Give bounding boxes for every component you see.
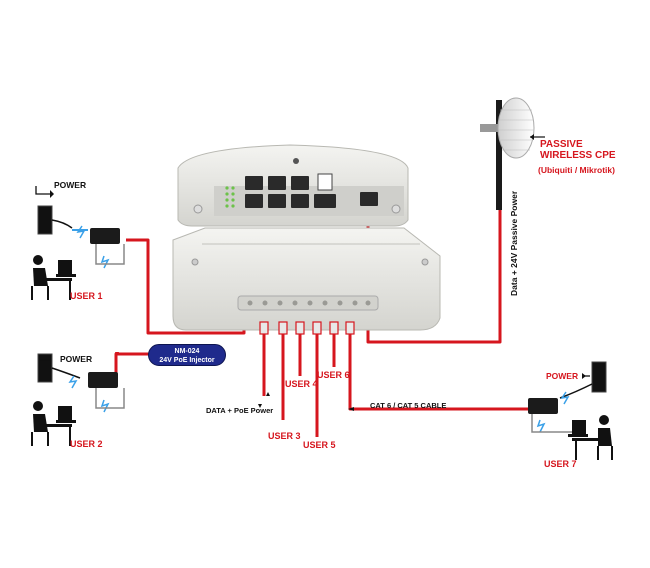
user7-group bbox=[528, 361, 613, 460]
data-poe-label: DATA + PoE Power bbox=[206, 406, 274, 415]
injector-badge: NM-024 24V PoE Injector bbox=[148, 344, 226, 366]
user7-label: USER 7 bbox=[544, 459, 577, 469]
user1-group bbox=[31, 186, 125, 300]
injector-name: 24V PoE Injector bbox=[159, 357, 215, 364]
cpe-antenna bbox=[480, 97, 545, 210]
user3-label: USER 3 bbox=[268, 431, 301, 441]
passive-power-label: Data + 24V Passive Power bbox=[509, 190, 519, 296]
user4-label: USER 4 bbox=[285, 379, 318, 389]
user6-label: USER 6 bbox=[317, 370, 350, 380]
power-label-user7: POWER bbox=[546, 371, 579, 381]
user2-label: USER 2 bbox=[70, 439, 103, 449]
power-label-user1: POWER bbox=[54, 180, 87, 190]
injector-model: NM-024 bbox=[174, 348, 200, 355]
switch-bottom-unit bbox=[172, 227, 441, 331]
cpe-title-line2: WIRELESS CPE bbox=[540, 150, 616, 161]
cat-cable-label: CAT 6 / CAT 5 CABLE bbox=[370, 401, 447, 410]
user2-group bbox=[31, 353, 125, 446]
cpe-title-line1: PASSIVE bbox=[540, 139, 583, 150]
cpe-title: PASSIVE WIRELESS CPE bbox=[540, 139, 616, 161]
power-label-user2: POWER bbox=[60, 354, 93, 364]
arrows bbox=[115, 352, 354, 411]
switch-top-unit bbox=[177, 144, 409, 227]
user5-label: USER 5 bbox=[303, 440, 336, 450]
rj45-connectors bbox=[259, 321, 355, 335]
cpe-brands: (Ubiquiti / Mikrotik) bbox=[538, 165, 615, 175]
user1-label: USER 1 bbox=[70, 291, 103, 301]
cable-user7 bbox=[348, 333, 528, 411]
cable-user2-power bbox=[114, 352, 152, 375]
